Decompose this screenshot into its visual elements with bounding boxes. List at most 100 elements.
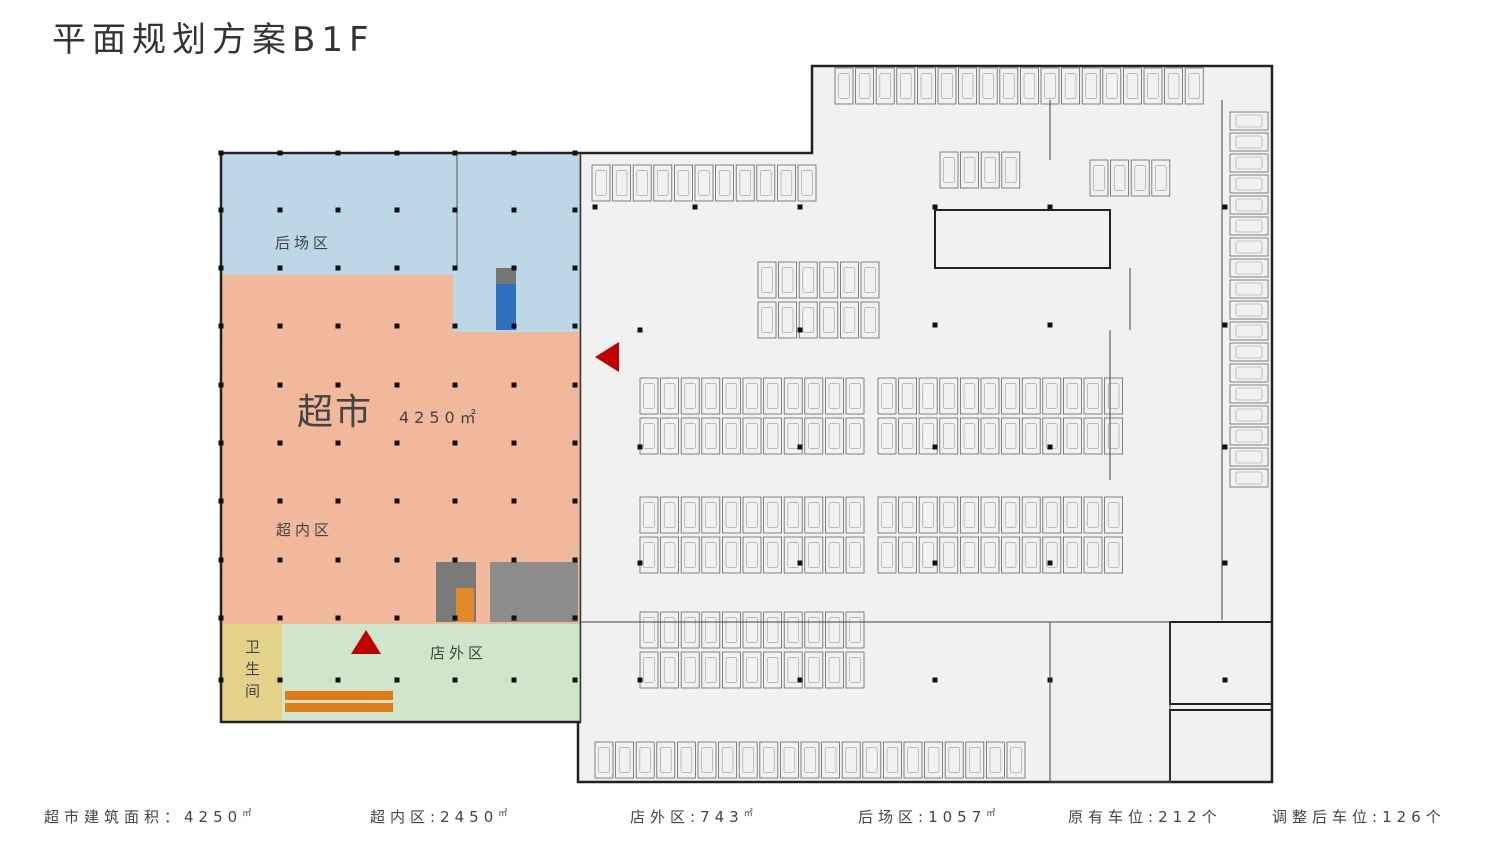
- column-marker: [637, 444, 643, 450]
- parking-stall: [701, 611, 721, 649]
- parking-stall: [1021, 496, 1041, 534]
- parking-stall: [804, 417, 824, 455]
- zone-backyard-ext: [453, 268, 580, 332]
- parking-stall: [1229, 300, 1269, 320]
- parking-stall: [735, 164, 755, 202]
- parking-stall: [639, 377, 659, 415]
- parking-stall: [804, 651, 824, 689]
- parking-stall: [965, 741, 985, 779]
- parking-stall: [759, 741, 779, 779]
- parking-stall: [999, 67, 1019, 105]
- parking-stall: [1229, 447, 1269, 467]
- column-marker: [572, 615, 578, 621]
- parking-stall: [845, 536, 865, 574]
- column-marker: [277, 265, 283, 271]
- column-marker: [218, 557, 224, 563]
- parking-stall: [883, 741, 902, 779]
- column-marker: [932, 204, 938, 210]
- parking-stall: [804, 611, 824, 649]
- column-marker: [511, 382, 517, 388]
- parking-stall: [722, 611, 741, 649]
- parking-stall: [1151, 159, 1171, 197]
- parking-stall: [845, 651, 865, 689]
- column-marker: [394, 557, 400, 563]
- parking-stall: [742, 496, 762, 534]
- column-marker: [277, 677, 283, 683]
- parking-stall: [780, 741, 799, 779]
- parking-stall: [660, 536, 679, 574]
- column-marker: [335, 150, 341, 156]
- parking-stall: [632, 164, 652, 202]
- parking-stall: [1006, 741, 1026, 779]
- stat-adjusted-parking: 调整后车位:126个: [1272, 808, 1446, 826]
- column-marker: [277, 382, 283, 388]
- column-marker: [277, 557, 283, 563]
- parking-stall: [898, 536, 917, 574]
- column-marker: [637, 327, 643, 333]
- parking-stall: [860, 261, 880, 299]
- parking-stall: [1063, 417, 1082, 455]
- parking-stall: [742, 536, 762, 574]
- parking-stall: [825, 611, 844, 649]
- parking-stall: [763, 536, 782, 574]
- label-storefront: 店外区: [430, 644, 487, 662]
- parking-stall: [738, 741, 758, 779]
- column-marker: [572, 265, 578, 271]
- column-marker: [394, 615, 400, 621]
- parking-stall: [612, 164, 631, 202]
- parking-stall: [742, 611, 762, 649]
- column-marker: [218, 440, 224, 446]
- column-marker: [511, 677, 517, 683]
- parking-stall: [980, 536, 1000, 574]
- parking-stall: [834, 67, 854, 105]
- parking-stall: [845, 377, 865, 415]
- column-marker: [218, 265, 224, 271]
- parking-stall: [960, 377, 979, 415]
- column-marker: [394, 498, 400, 504]
- entrance-arrow-storefront: [351, 630, 381, 654]
- column-marker: [277, 207, 283, 213]
- parking-stall: [722, 536, 741, 574]
- column-marker: [218, 382, 224, 388]
- column-marker: [572, 382, 578, 388]
- parking-stall: [639, 651, 659, 689]
- label-supermarket: 超市: [297, 392, 373, 433]
- stat-storefront-area: 店外区:743㎡: [630, 808, 753, 826]
- parking-stall: [722, 377, 741, 415]
- parking-stall: [855, 67, 874, 105]
- parking-stall: [777, 164, 796, 202]
- column-marker: [452, 265, 458, 271]
- parking-stall: [1229, 258, 1269, 278]
- column-marker: [452, 207, 458, 213]
- column-marker: [452, 323, 458, 329]
- parking-stall: [1229, 468, 1269, 488]
- stat-original-parking: 原有车位:212个: [1068, 808, 1222, 826]
- parking-stall: [860, 301, 880, 339]
- parking-stall: [1229, 342, 1269, 362]
- parking-stall: [939, 377, 959, 415]
- parking-stall: [594, 741, 614, 779]
- parking-stall: [804, 377, 824, 415]
- parking-stall: [798, 301, 818, 339]
- parking-stall: [939, 151, 959, 189]
- parking-stall: [701, 651, 721, 689]
- service-room: [1049, 621, 1171, 783]
- parking-stall: [694, 164, 714, 202]
- column-marker: [797, 204, 803, 210]
- parking-stall: [1001, 496, 1020, 534]
- parking-stall: [1083, 417, 1103, 455]
- column-marker: [394, 677, 400, 683]
- parking-stall: [1021, 417, 1041, 455]
- parking-stall: [674, 164, 693, 202]
- column-marker: [511, 498, 517, 504]
- parking-stall: [763, 496, 782, 534]
- column-marker: [335, 207, 341, 213]
- column-marker: [452, 440, 458, 446]
- page-title: 平面规划方案B1F: [52, 20, 375, 60]
- column-marker: [452, 557, 458, 563]
- parking-stall: [783, 417, 803, 455]
- parking-stall: [783, 536, 803, 574]
- parking-stall: [677, 741, 696, 779]
- column-marker: [394, 150, 400, 156]
- column-marker: [1222, 677, 1228, 683]
